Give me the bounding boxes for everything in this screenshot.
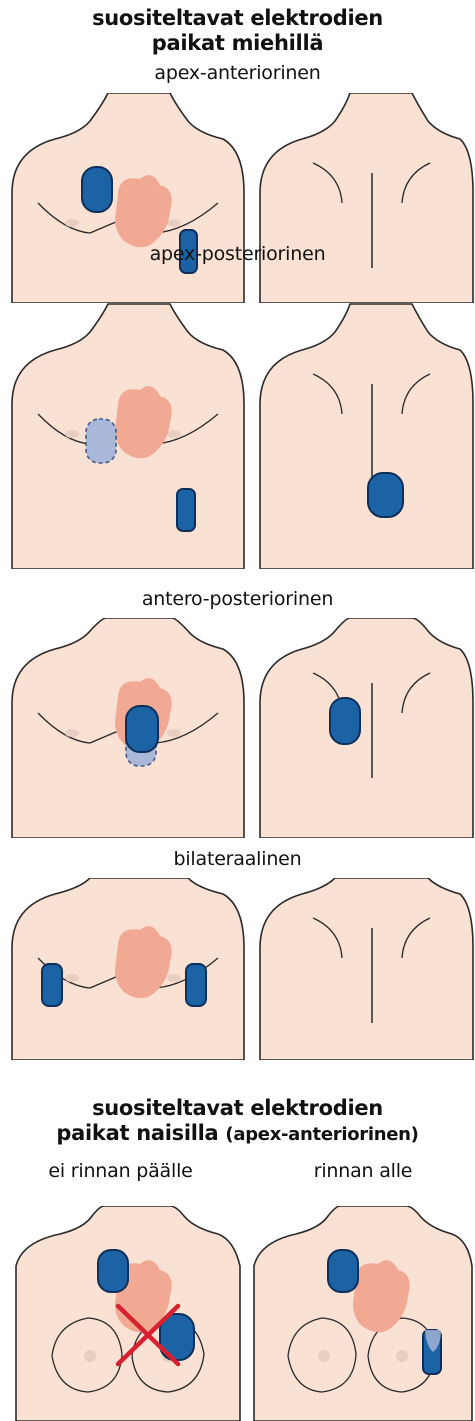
panel-apex-posterior <box>0 274 475 569</box>
antero-posterior-illustration <box>0 618 475 838</box>
electrode-apex <box>177 489 195 531</box>
women-left-label: ei rinnan päälle <box>8 1160 233 1182</box>
electrode-sternal <box>98 1250 128 1292</box>
men-title-line2: paikat miehillä <box>0 31 475 56</box>
apex-anterior-illustration <box>0 93 475 303</box>
electrode-sternal <box>82 167 112 212</box>
electrode-anterior <box>126 706 158 752</box>
panel-antero-posterior <box>0 618 475 838</box>
apex-posterior-illustration <box>0 274 475 569</box>
panel-bilateral <box>0 878 475 1060</box>
men-title-line1: suositeltavat elektrodien <box>0 6 475 31</box>
panel-apex-anterior <box>0 93 475 303</box>
electrode-back <box>330 698 360 744</box>
women-title-bold: paikat naisilla <box>56 1121 218 1145</box>
back-torso <box>260 93 473 303</box>
electrode-sternal <box>328 1250 358 1292</box>
panel-women <box>0 1206 475 1421</box>
electrode-right-side <box>42 964 62 1006</box>
electrode-left-side <box>186 964 206 1006</box>
women-right-label: rinnan alle <box>258 1160 468 1182</box>
bilateral-illustration <box>0 878 475 1060</box>
electrode-back-projection <box>86 419 116 463</box>
placement-label-apex-anterior: apex-anteriorinen <box>0 62 475 84</box>
women-title-line2: paikat naisilla (apex-anteriorinen) <box>0 1121 475 1147</box>
placement-label-antero-posterior: antero-posteriorinen <box>0 588 475 610</box>
placement-label-apex-posterior: apex-posteriorinen <box>0 243 475 265</box>
women-illustration <box>0 1206 475 1421</box>
back-torso <box>260 304 473 569</box>
electrode-back <box>368 473 403 517</box>
men-title: suositeltavat elektrodien paikat miehill… <box>0 6 475 56</box>
women-title-line1: suositeltavat elektrodien <box>0 1096 475 1121</box>
back-torso <box>260 618 473 838</box>
placement-label-bilateral: bilateraalinen <box>0 848 475 870</box>
back-torso <box>260 878 473 1060</box>
women-title-paren: (apex-anteriorinen) <box>225 1124 418 1145</box>
women-title: suositeltavat elektrodien paikat naisill… <box>0 1096 475 1147</box>
